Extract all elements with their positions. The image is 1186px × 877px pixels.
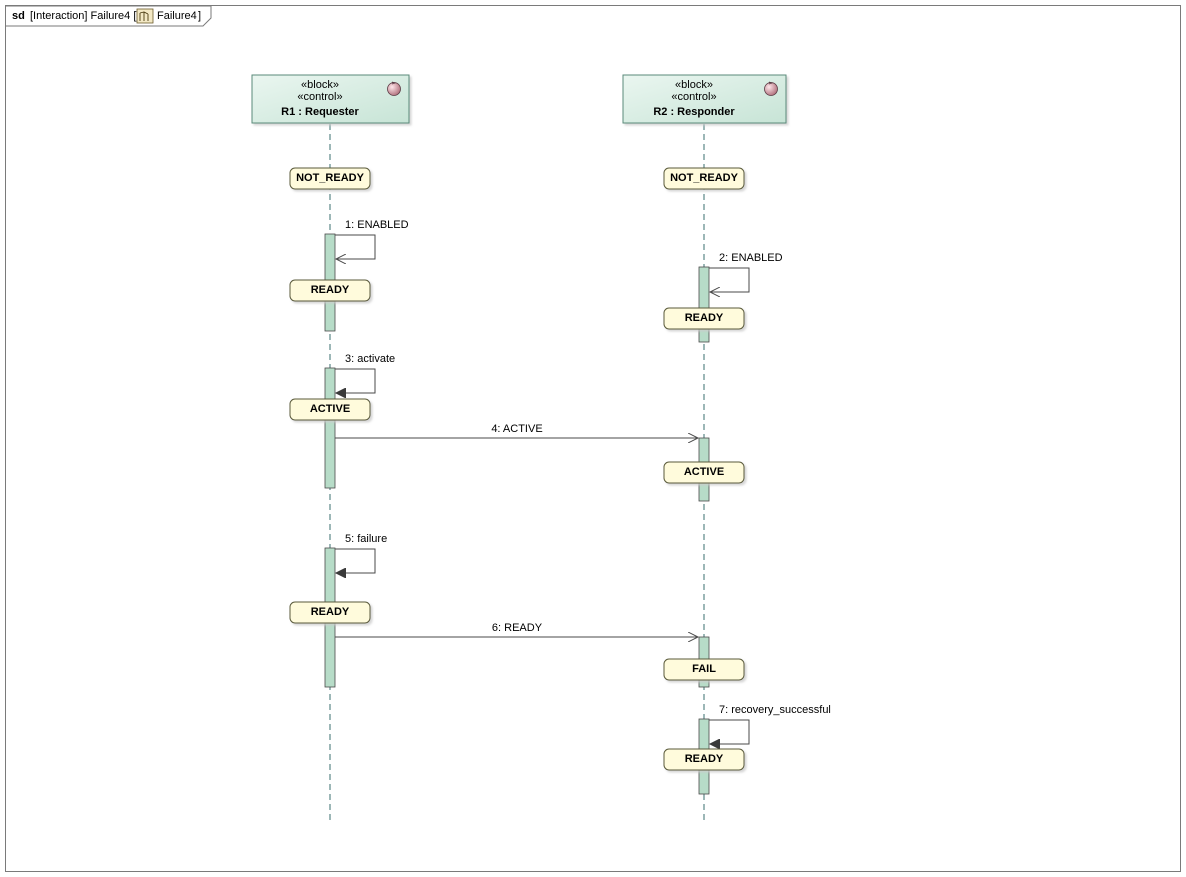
message-3[interactable]: 3: activate bbox=[335, 353, 395, 393]
message-5[interactable]: 5: failure bbox=[335, 533, 387, 573]
state-label: READY bbox=[311, 606, 350, 618]
frame-title-tab: sd [Interaction] Failure4 [ Failure4 ] bbox=[6, 5, 212, 27]
lifeline-r1[interactable]: «block» «control» R1 : Requester bbox=[251, 74, 410, 820]
activation-bar[interactable] bbox=[324, 367, 336, 489]
activation-bar[interactable] bbox=[698, 266, 710, 343]
lifeline-name: R1 : Requester bbox=[281, 106, 359, 118]
message-7[interactable]: 7: recovery_successful bbox=[709, 704, 831, 744]
state-invariant-r2-ready[interactable]: READY bbox=[663, 307, 745, 330]
lifeline-name: R2 : Responder bbox=[653, 106, 735, 118]
frame-label-name: Failure4 bbox=[157, 10, 197, 22]
message-2[interactable]: 2: ENABLED bbox=[709, 252, 783, 292]
lifeline-header[interactable] bbox=[622, 74, 787, 124]
message-label: 2: ENABLED bbox=[719, 252, 783, 264]
message-4[interactable]: 4: ACTIVE bbox=[335, 423, 698, 438]
state-invariant-r1-ready-2[interactable]: READY bbox=[289, 601, 371, 624]
frame-label-suffix: ] bbox=[198, 10, 201, 22]
state-label: ACTIVE bbox=[684, 466, 724, 478]
message-label: 1: ENABLED bbox=[345, 219, 409, 231]
state-invariant-r1-active[interactable]: ACTIVE bbox=[289, 398, 371, 421]
lifeline-header[interactable] bbox=[251, 74, 410, 124]
state-invariant-r1-not-ready[interactable]: NOT_READY bbox=[289, 167, 371, 190]
message-label: 7: recovery_successful bbox=[719, 704, 831, 716]
frame-label-prefix: [Interaction] Failure4 [ bbox=[30, 10, 136, 22]
state-invariant-r1-ready[interactable]: READY bbox=[289, 279, 371, 302]
message-label: 5: failure bbox=[345, 533, 387, 545]
stereotype-block: «block» bbox=[675, 79, 713, 91]
state-label: NOT_READY bbox=[296, 172, 365, 184]
state-label: NOT_READY bbox=[670, 172, 739, 184]
message-label: 3: activate bbox=[345, 353, 395, 365]
state-invariant-r2-fail[interactable]: FAIL bbox=[663, 658, 745, 681]
state-label: FAIL bbox=[692, 663, 716, 675]
state-label: ACTIVE bbox=[310, 403, 350, 415]
stereotype-control: «control» bbox=[671, 91, 716, 103]
lifeline-r2[interactable]: «block» «control» R2 : Responder bbox=[622, 74, 787, 820]
message-1[interactable]: 1: ENABLED bbox=[335, 219, 409, 259]
control-circle-icon bbox=[764, 81, 778, 96]
message-6[interactable]: 6: READY bbox=[335, 622, 698, 637]
state-label: READY bbox=[311, 284, 350, 296]
state-label: READY bbox=[685, 753, 724, 765]
control-circle-icon bbox=[387, 81, 401, 96]
message-label: 4: ACTIVE bbox=[491, 423, 542, 435]
state-invariant-r2-not-ready[interactable]: NOT_READY bbox=[663, 167, 745, 190]
stereotype-control: «control» bbox=[297, 91, 342, 103]
diagram-frame bbox=[5, 5, 1181, 872]
state-invariant-r2-active[interactable]: ACTIVE bbox=[663, 461, 745, 484]
frame-kind: sd bbox=[12, 10, 25, 22]
message-label: 6: READY bbox=[492, 622, 543, 634]
stereotype-block: «block» bbox=[301, 79, 339, 91]
state-invariant-r2-ready-2[interactable]: READY bbox=[663, 748, 745, 771]
interaction-diagram-icon bbox=[136, 8, 154, 24]
state-label: READY bbox=[685, 312, 724, 324]
